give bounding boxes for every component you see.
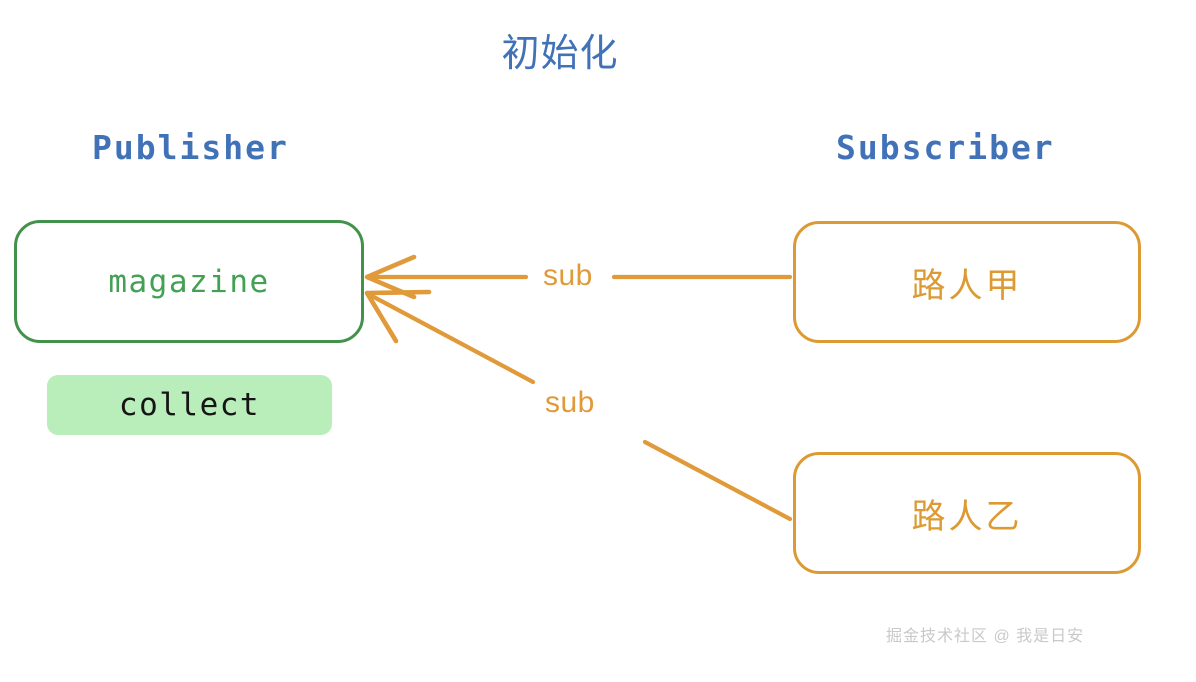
magazine-node[interactable]: magazine bbox=[14, 220, 364, 343]
collect-action-label: collect bbox=[118, 387, 261, 423]
magazine-node-label: magazine bbox=[108, 263, 270, 300]
edge-label-sub-b: sub bbox=[536, 386, 604, 420]
collect-action-chip[interactable]: collect bbox=[47, 375, 332, 435]
publisher-column-heading: Publisher bbox=[92, 128, 289, 167]
watermark: 掘金技术社区 @ 我是日安 bbox=[886, 628, 1085, 645]
edge-label-sub-a: sub bbox=[534, 259, 602, 293]
subscriber-column-heading: Subscriber bbox=[836, 128, 1055, 167]
subscriber-node-b[interactable]: 路人乙 bbox=[793, 452, 1141, 574]
subscriber-node-a[interactable]: 路人甲 bbox=[793, 221, 1141, 343]
subscriber-node-a-label: 路人甲 bbox=[911, 266, 1023, 305]
arrow-sub-subscriber-b bbox=[364, 289, 793, 522]
page-title: 初始化 bbox=[501, 33, 619, 75]
subscriber-node-b-label: 路人乙 bbox=[911, 497, 1023, 536]
